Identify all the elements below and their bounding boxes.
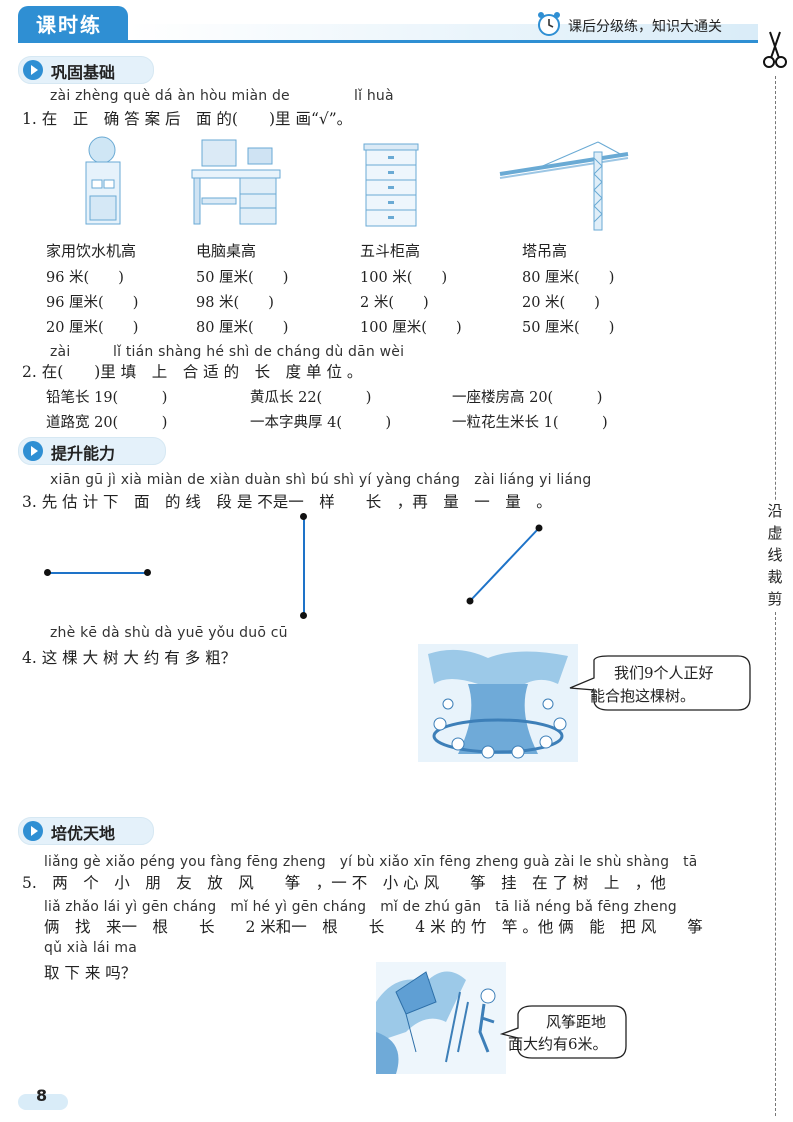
section-title: 提升能力	[51, 444, 116, 463]
q1-option[interactable]: 50 厘米( )	[196, 270, 289, 286]
q2-blank[interactable]: 道路宽 20( )	[46, 415, 168, 431]
question-1-text: 1. 在 正 确 答 案 后 面 的( )里 画“√”。	[22, 110, 353, 128]
q2-blank[interactable]: 一本字典厚 4( )	[250, 415, 392, 431]
q1-item-title: 家用饮水机高	[46, 242, 137, 260]
q1-option[interactable]: 50 厘米( )	[522, 320, 615, 336]
play-icon	[23, 60, 43, 80]
kite-tree-illustration	[376, 962, 506, 1074]
cut-label-char: 裁	[767, 568, 783, 586]
q5-pinyin: liǎ zhǎo lái yì gēn cháng mǐ hé yì gēn c…	[44, 899, 677, 915]
page-number: 8	[36, 1086, 48, 1105]
dresser-image	[362, 142, 420, 230]
cut-label: 沿 虚 线 裁 剪	[764, 500, 786, 610]
q1-option[interactable]: 20 厘米( )	[46, 320, 139, 336]
q5-pinyin: liǎng gè xiǎo péng you fàng fēng zheng y…	[44, 854, 698, 870]
header-title: 课时练	[36, 13, 102, 37]
q1-option[interactable]: 20 米( )	[522, 295, 600, 311]
cut-label-char: 剪	[767, 590, 783, 608]
question-3-text: 3. 先 估 计 下 面 的 线 段 是 不是一 样 长 ，再 量 一 量 。	[22, 493, 552, 511]
section-heading-basic: 巩固基础	[18, 56, 154, 84]
bubble-text: 面大约有6米。	[508, 1035, 608, 1053]
q2-blank[interactable]: 黄瓜长 22( )	[250, 390, 372, 406]
section-heading-improve: 提升能力	[18, 437, 166, 465]
question-5-text: 取 下 来 吗？	[44, 964, 137, 982]
line-segment-vertical	[298, 513, 310, 619]
bubble-text: 我们9个人正好	[614, 664, 714, 682]
header-tab	[18, 6, 128, 40]
q5-pinyin: qǔ xià lái ma	[44, 940, 138, 956]
q1-option[interactable]: 2 米( )	[360, 295, 429, 311]
section-heading-advanced: 培优天地	[18, 817, 154, 845]
question-5-text: 5. 两 个 小 朋 友 放 风 筝 ，一 不 小 心 风 筝 挂 在 了 树 …	[22, 874, 666, 892]
bubble-text: 风筝距地	[546, 1013, 607, 1031]
q1-item-title: 五斗柜高	[360, 242, 421, 260]
tree-hug-illustration	[418, 644, 578, 762]
computer-desk-image	[188, 136, 284, 228]
q1-option[interactable]: 98 米( )	[196, 295, 274, 311]
alarm-clock-icon	[535, 10, 563, 38]
q4-pinyin: zhè kē dà shù dà yuē yǒu duō cū	[50, 625, 288, 641]
q1-option[interactable]: 100 米( )	[360, 270, 448, 286]
water-dispenser-image	[78, 136, 126, 228]
q2-blank[interactable]: 一粒花生米长 1( )	[452, 415, 608, 431]
q1-option[interactable]: 80 厘米( )	[196, 320, 289, 336]
bubble-text: 能合抱这棵树。	[590, 687, 696, 705]
header-subtitle: 课后分级练，知识大通关	[568, 19, 722, 35]
cut-label-char: 线	[767, 546, 783, 564]
scissors-icon	[762, 30, 788, 70]
q1-item-title: 电脑桌高	[196, 242, 257, 260]
cut-label-char: 虚	[767, 524, 783, 542]
q1-option[interactable]: 96 米( )	[46, 270, 124, 286]
cut-label-char: 沿	[767, 502, 783, 520]
question-5-text: 俩 找 来一 根 长 2 米和一 根 长 4 米 的 竹 竿 。他 俩 能 把 …	[44, 918, 703, 936]
header-right-band	[128, 24, 758, 40]
q2-blank[interactable]: 铅笔长 19( )	[46, 390, 168, 406]
q1-pinyin: lǐ huà	[354, 88, 394, 104]
q1-item-title: 塔吊高	[522, 242, 568, 260]
question-2-text: 2. 在( )里 填 上 合 适 的 长 度 单 位 。	[22, 363, 363, 381]
q2-blank[interactable]: 一座楼房高 20( )	[452, 390, 603, 406]
section-title: 培优天地	[51, 824, 116, 843]
section-title: 巩固基础	[51, 63, 116, 82]
line-segment-horizontal	[44, 566, 154, 580]
q1-pinyin: zài zhèng què dá àn hòu miàn de	[50, 88, 290, 104]
play-icon	[23, 441, 43, 461]
header-underline	[18, 40, 758, 43]
q1-option[interactable]: 96 厘米( )	[46, 295, 139, 311]
speech-bubble: 我们9个人正好 能合抱这棵树。	[568, 654, 752, 714]
line-segment-diagonal	[464, 522, 546, 606]
question-4-text: 4. 这 棵 大 树 大 约 有 多 粗？	[22, 649, 237, 667]
q1-option[interactable]: 80 厘米( )	[522, 270, 615, 286]
play-icon	[23, 821, 43, 841]
speech-bubble: 风筝距地 面大约有6米。	[500, 1004, 628, 1060]
page-number-badge	[18, 1094, 68, 1110]
q1-option[interactable]: 100 厘米( )	[360, 320, 462, 336]
q2-pinyin: zài lǐ tián shàng hé shì de cháng dù dān…	[50, 344, 405, 360]
tower-crane-image	[498, 138, 630, 232]
q3-pinyin: xiān gū jì xià miàn de xiàn duàn shì bú …	[50, 472, 592, 488]
header-bar: 课时练 课后分级练，知识大通关	[0, 0, 793, 44]
